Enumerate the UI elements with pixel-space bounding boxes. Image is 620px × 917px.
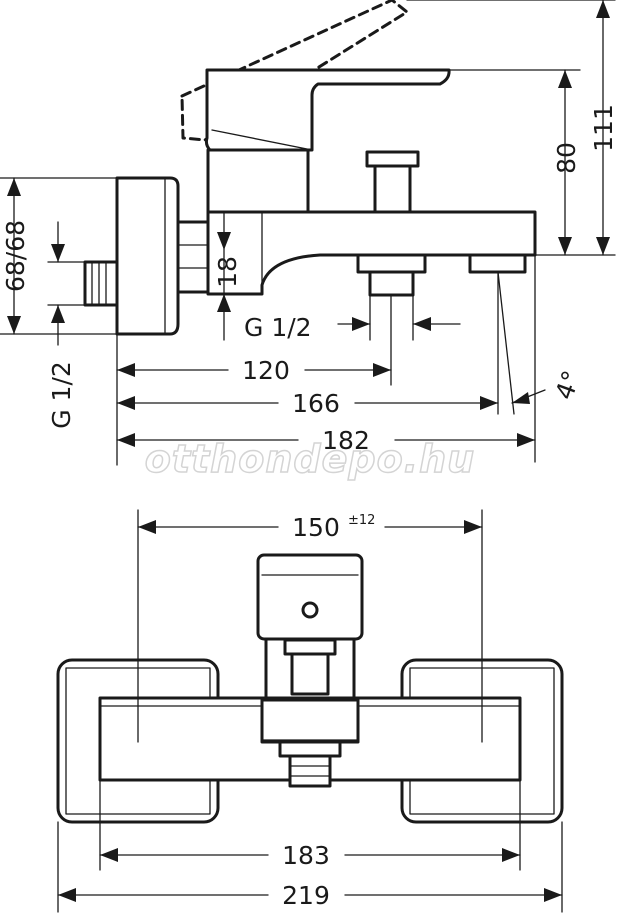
dim-angle: 4°: [550, 367, 587, 404]
lever: [204, 68, 451, 152]
dim-thread-outlet: G 1/2: [244, 313, 312, 342]
front-view: 150 ±12 183 219: [56, 509, 564, 913]
dim-80: 80: [552, 142, 581, 174]
dim-183: 183: [282, 841, 330, 870]
mixer-body: [206, 210, 537, 296]
diverter-cap: [283, 638, 337, 656]
diverter-stem: [373, 164, 412, 214]
diverter-knob: [365, 150, 420, 168]
watermark: otthondepo.hu: [145, 437, 475, 481]
dim-thread-left: G 1/2: [47, 361, 76, 429]
lever-open-position: [180, 0, 409, 142]
cartridge-housing: [206, 148, 310, 214]
aerator: [468, 253, 527, 274]
wall-flange: [115, 176, 180, 336]
dim-18: 18: [213, 256, 242, 288]
lever-front: [256, 553, 364, 641]
dim-68-68: 68/68: [1, 220, 30, 292]
side-view: 111 80 68/68 G 1/2 18 G 1/2 120: [0, 0, 618, 482]
outlet-nut: [356, 253, 427, 274]
dim-219: 219: [282, 881, 330, 910]
lever-indicator: [301, 601, 319, 619]
dim-166: 166: [292, 389, 340, 418]
hex-nut: [176, 220, 210, 294]
outlet-nut-front: [278, 740, 342, 758]
diverter-front: [290, 652, 330, 696]
dim-182: 182: [322, 426, 370, 455]
outlet-nipple: [368, 270, 415, 297]
spout-front: [260, 698, 360, 744]
dim-120: 120: [242, 356, 290, 385]
dim-111: 111: [589, 104, 618, 152]
dim-150-tolerance: ±12: [348, 513, 375, 528]
eccentric-connector: [83, 260, 119, 307]
outlet-thread-front: [288, 754, 332, 788]
dim-150: 150: [292, 513, 340, 542]
